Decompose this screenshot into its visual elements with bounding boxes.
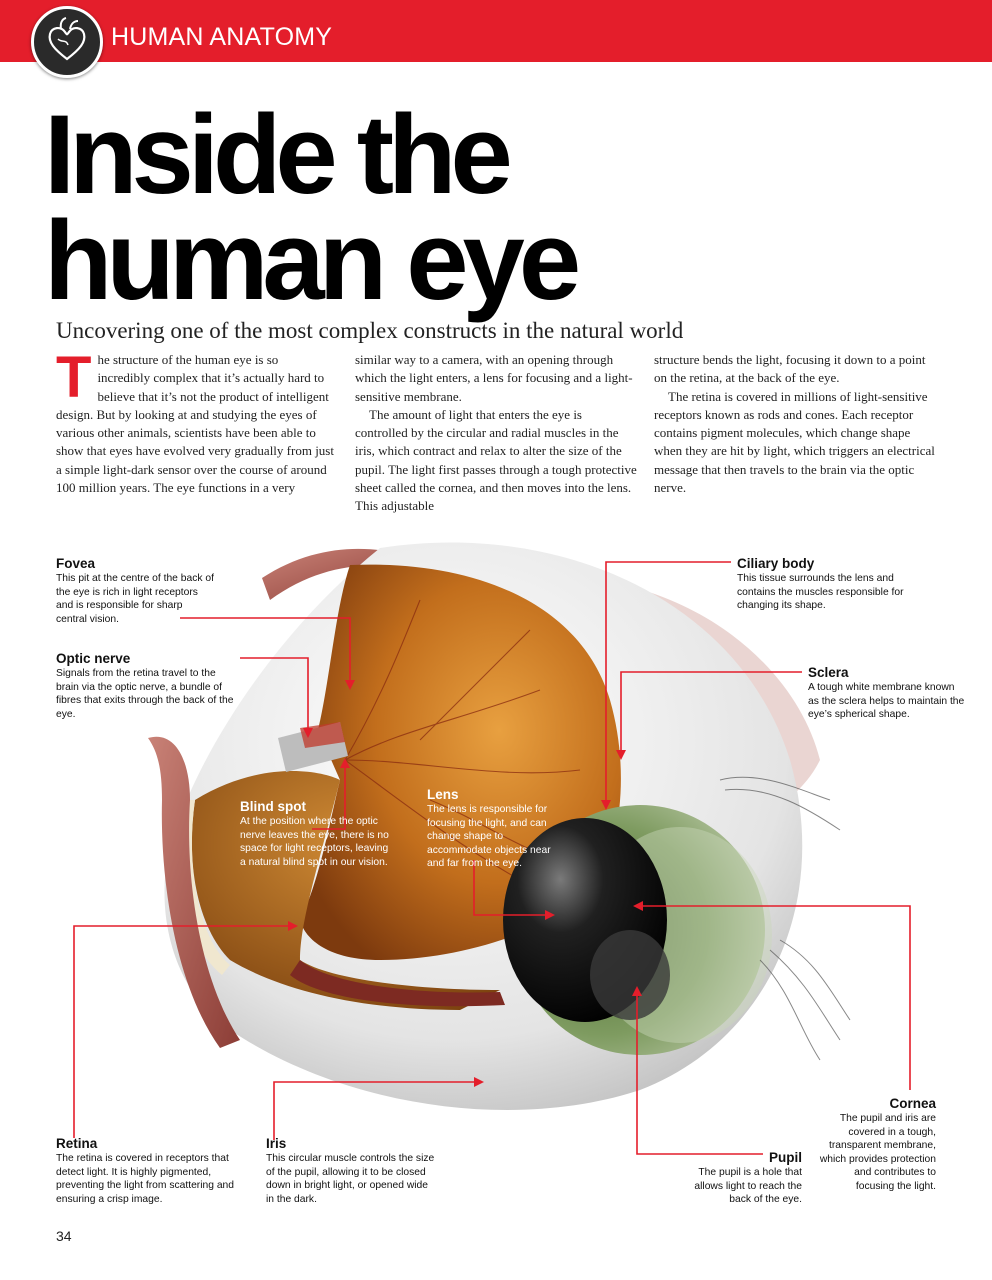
label-cornea: Cornea The pupil and iris are covered in…	[818, 1096, 936, 1194]
label-text: This tissue surrounds the lens and conta…	[737, 573, 904, 612]
body-column-3: structure bends the light, focusing it d…	[654, 351, 936, 497]
label-title: Blind spot	[240, 799, 306, 814]
label-sclera: Sclera A tough white membrane known as t…	[808, 665, 968, 722]
section-label: HUMAN ANATOMY	[111, 23, 333, 51]
label-fovea: Fovea This pit at the centre of the back…	[56, 556, 216, 626]
label-title: Retina	[56, 1136, 98, 1151]
label-lens: Lens The lens is responsible for focusin…	[427, 787, 567, 871]
iris-leader	[273, 1081, 474, 1140]
choroid-layer	[290, 960, 505, 1007]
header-bar	[0, 0, 992, 62]
label-title: Optic nerve	[56, 651, 131, 666]
sclera-layer-edge	[177, 800, 230, 975]
leader-arrowheads	[288, 680, 643, 1087]
sclera-leader	[620, 671, 802, 750]
label-text: The lens is responsible for focusing the…	[427, 804, 551, 870]
title-line-1: Inside the	[44, 92, 513, 217]
body-column-2: similar way to a camera, with an opening…	[355, 351, 637, 516]
label-title: Iris	[266, 1136, 287, 1151]
label-text: At the position where the optic nerve le…	[240, 816, 389, 868]
leader-lines	[73, 561, 911, 1155]
label-title: Ciliary body	[737, 556, 815, 571]
paragraph: structure bends the light, focusing it d…	[654, 352, 926, 386]
retinal-vessels	[344, 599, 581, 881]
label-title: Pupil	[769, 1150, 802, 1165]
label-retina: Retina The retina is covered in receptor…	[56, 1136, 256, 1206]
label-title: Lens	[427, 787, 459, 802]
label-optic-nerve: Optic nerve Signals from the retina trav…	[56, 651, 236, 721]
ciliary-body-leader	[605, 561, 731, 800]
heart-icon	[48, 17, 86, 61]
label-blind-spot: Blind spot At the position where the opt…	[240, 799, 390, 869]
title-line-2: human eye	[44, 198, 581, 323]
label-title: Cornea	[889, 1096, 936, 1111]
optic-nerve-leader	[240, 657, 309, 728]
label-text: Signals from the retina travel to the br…	[56, 668, 234, 720]
lower-retina-floor	[191, 771, 500, 1010]
label-text: A tough white membrane known as the scle…	[808, 682, 965, 721]
label-text: The retina is covered in receptors that …	[56, 1153, 235, 1205]
pupil	[590, 930, 670, 1020]
section-badge	[31, 6, 103, 78]
page-title: Inside the human eye	[44, 92, 581, 323]
label-title: Fovea	[56, 556, 96, 571]
label-iris: Iris This circular muscle controls the s…	[266, 1136, 438, 1206]
lower-muscle	[148, 736, 240, 1048]
label-pupil: Pupil The pupil is a hole that allows li…	[680, 1150, 802, 1207]
cornea-leader	[643, 905, 911, 1090]
page-number: 34	[56, 1228, 72, 1244]
drop-cap: T	[56, 345, 92, 410]
fovea-leader	[180, 617, 351, 680]
paragraph: similar way to a camera, with an opening…	[355, 352, 633, 404]
paragraph: he structure of the human eye is so incr…	[56, 352, 334, 496]
blind-spot-leader	[312, 768, 346, 830]
label-text: The pupil is a hole that allows light to…	[694, 1167, 802, 1206]
pupil-leader	[636, 996, 763, 1155]
paragraph: The retina is covered in millions of lig…	[654, 388, 935, 496]
label-text: This circular muscle controls the size o…	[266, 1153, 435, 1205]
paragraph: The amount of light that enters the eye …	[355, 406, 637, 514]
label-ciliary-body: Ciliary body This tissue surrounds the l…	[737, 556, 917, 613]
label-text: This pit at the centre of the back of th…	[56, 573, 214, 625]
body-column-1: T he structure of the human eye is so in…	[56, 345, 334, 497]
eyelashes	[719, 776, 851, 1061]
label-title: Sclera	[808, 665, 849, 680]
label-text: The pupil and iris are covered in a toug…	[819, 1113, 936, 1192]
retina-leader	[73, 925, 288, 1138]
lens-leader	[473, 860, 545, 916]
page-subtitle: Uncovering one of the most complex const…	[56, 318, 684, 343]
